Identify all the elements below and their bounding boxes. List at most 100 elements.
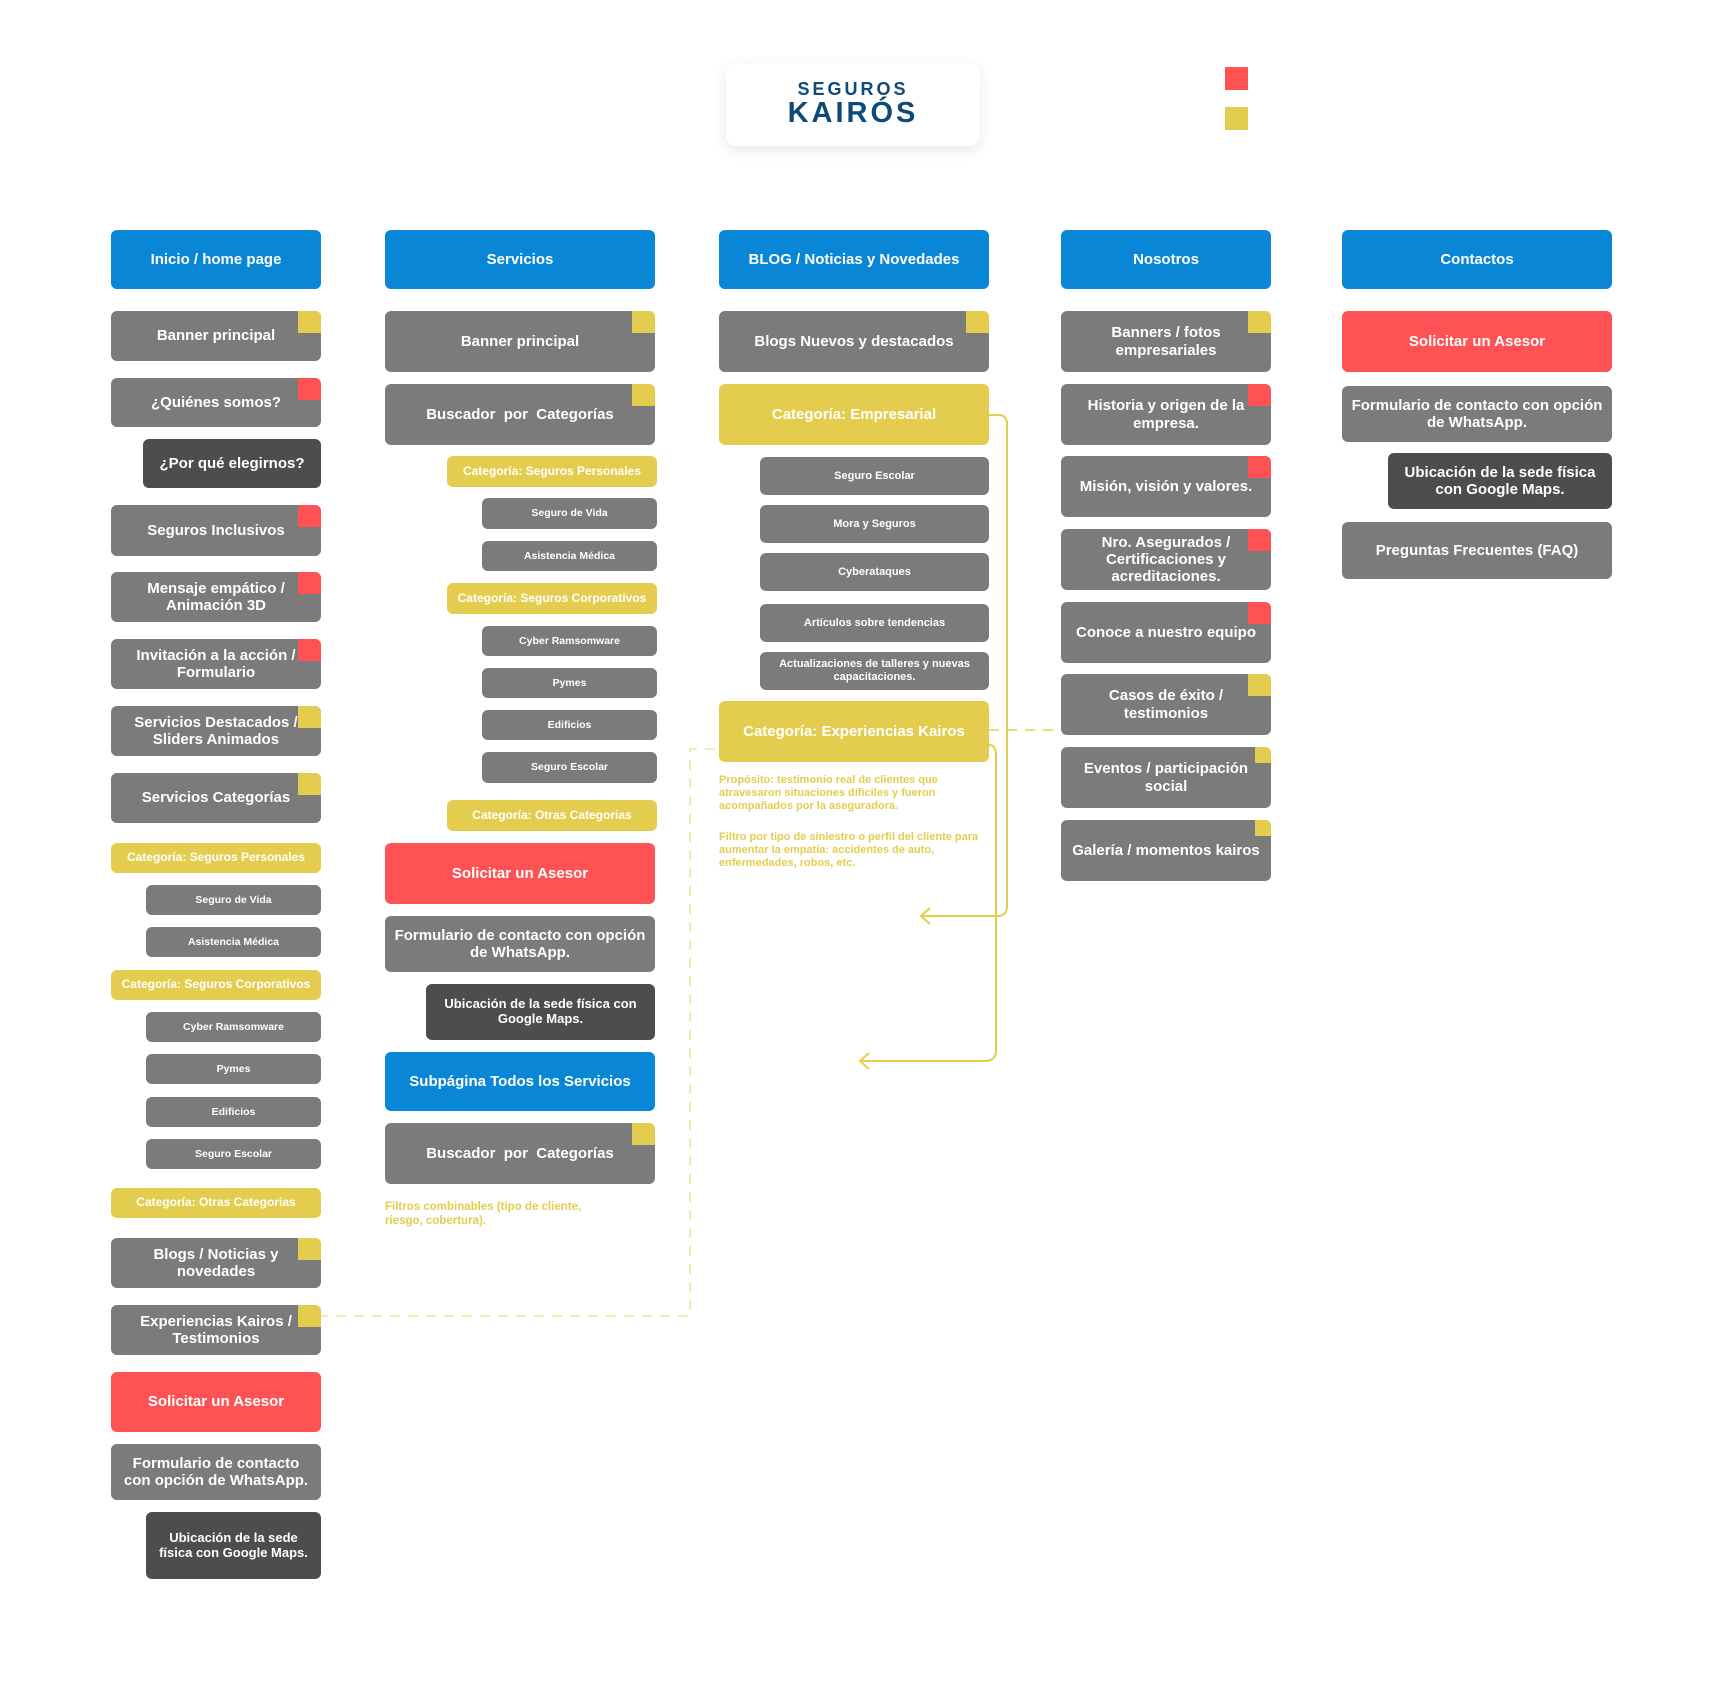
arrow-experiencias [861,744,997,1062]
priority-flag-yellow [632,384,655,406]
subitem-edificios[interactable]: Edificios [482,710,657,740]
node-casos-exito[interactable]: Casos de éxito / testimonios [1061,674,1271,735]
node-preguntas-frecuentes[interactable]: Preguntas Frecuentes (FAQ) [1342,522,1612,579]
priority-flag-red [298,378,321,400]
node-subpagina-todos-servicios[interactable]: Subpágina Todos los Servicios [385,1052,655,1111]
node-blogs-noticias[interactable]: Blogs / Noticias y novedades [111,1238,321,1288]
arrow-empresarial [922,414,1008,917]
subitem-seguro-escolar[interactable]: Seguro Escolar [760,457,989,495]
node-buscador-categorias[interactable]: Buscador por Categorías [385,384,655,445]
node-banner-principal[interactable]: Banner principal [385,311,655,372]
node-label: Experiencias Kairos / Testimonios [140,1312,292,1347]
node-label: Servicios Categorías [141,789,291,807]
note-proposito: Propósito: testimonio real de clientes q… [719,774,938,813]
category-experiencias-kairos[interactable]: Categoría: Experiencias Kairos [719,701,989,762]
priority-flag-yellow [966,311,989,333]
node-buscador-categorias-2[interactable]: Buscador por Categorías [385,1123,655,1184]
logo-line-kairos: KAIRÓS [787,97,919,130]
subitem-asistencia-medica[interactable]: Asistencia Médica [146,927,321,957]
node-nro-asegurados[interactable]: Nro. Asegurados / Certificaciones y acre… [1061,529,1271,590]
priority-flag-yellow [1255,820,1271,836]
header-contactos[interactable]: Contactos [1342,230,1612,289]
subitem-seguro-de-vida[interactable]: Seguro de Vida [482,498,657,529]
node-experiencias-kairos[interactable]: Experiencias Kairos / Testimonios [111,1305,321,1355]
priority-flag-yellow [298,773,321,795]
category-seguros-personales[interactable]: Categoría: Seguros Personales [447,456,657,487]
node-label: Blogs / Noticias y novedades [153,1245,279,1280]
legend-red-swatch [1225,67,1248,90]
node-invitacion-accion[interactable]: Invitación a la acción / Formulario [111,639,321,689]
header-servicios[interactable]: Servicios [385,230,655,289]
priority-flag-red [1248,529,1271,551]
subitem-asistencia-medica[interactable]: Asistencia Médica [482,541,657,571]
header-blog[interactable]: BLOG / Noticias y Novedades [719,230,989,289]
node-label: Galería / momentos kairos [1072,841,1260,859]
priority-flag-red [298,505,321,527]
priority-flag-yellow [298,1305,321,1327]
priority-flag-yellow [1255,747,1271,763]
category-seguros-corporativos[interactable]: Categoría: Seguros Corporativos [111,970,321,1000]
arrow-experiencias-head [858,1052,870,1070]
category-otras-categorias[interactable]: Categoría: Otras Categorias [111,1188,321,1218]
node-eventos[interactable]: Eventos / participación social [1061,747,1271,808]
node-seguros-inclusivos[interactable]: Seguros Inclusivos [111,505,321,556]
category-seguros-personales[interactable]: Categoría: Seguros Personales [111,843,321,873]
category-empresarial[interactable]: Categoría: Empresarial [719,384,989,445]
node-formulario-contacto[interactable]: Formulario de contacto con opción de Wha… [385,916,655,972]
node-quienes-somos[interactable]: ¿Quiénes somos? [111,378,321,427]
priority-flag-yellow [298,311,321,333]
node-label: Banner principal [460,332,580,350]
subitem-mora-y-seguros[interactable]: Mora y Seguros [760,505,989,543]
node-label: Casos de éxito / testimonios [1108,687,1224,722]
header-inicio[interactable]: Inicio / home page [111,230,321,289]
subitem-edificios[interactable]: Edificios [146,1097,321,1127]
node-label: Conoce a nuestro equipo [1075,623,1256,641]
node-historia-origen[interactable]: Historia y origen de la empresa. [1061,384,1271,445]
subitem-cyberataques[interactable]: Cyberataques [760,553,989,591]
node-label: Servicios Destacados / Sliders Animados [134,713,298,748]
node-galeria[interactable]: Galería / momentos kairos [1061,820,1271,881]
subitem-seguro-escolar[interactable]: Seguro Escolar [482,752,657,783]
node-mision-vision[interactable]: Misión, visión y valores. [1061,456,1271,517]
node-label: Eventos / participación social [1083,760,1249,795]
priority-flag-yellow [298,1238,321,1260]
dashed-connector-testimonios [318,748,719,1317]
node-banners-fotos[interactable]: Banners / fotos empresariales [1061,311,1271,372]
category-otras-categorias[interactable]: Categoría: Otras Categorias [447,800,657,831]
node-solicitar-asesor[interactable]: Solicitar un Asesor [385,843,655,904]
node-ubicacion-sede[interactable]: Ubicación de la sede física con Google M… [146,1512,321,1579]
subitem-pymes[interactable]: Pymes [146,1054,321,1084]
priority-flag-yellow [632,1123,655,1145]
node-label: Seguros Inclusivos [147,521,285,539]
node-solicitar-asesor[interactable]: Solicitar un Asesor [111,1372,321,1432]
node-label: Banner principal [156,327,276,345]
node-formulario-contacto[interactable]: Formulario de contacto con opción de Wha… [1342,386,1612,442]
node-solicitar-asesor[interactable]: Solicitar un Asesor [1342,311,1612,372]
node-ubicacion-sede[interactable]: Ubicación de la sede física con Google M… [1388,453,1612,509]
node-label: Nro. Asegurados / Certificaciones y acre… [1101,533,1231,586]
subitem-pymes[interactable]: Pymes [482,668,657,698]
node-blogs-nuevos[interactable]: Blogs Nuevos y destacados [719,311,989,372]
node-mensaje-empatico[interactable]: Mensaje empático / Animación 3D [111,572,321,622]
node-conoce-equipo[interactable]: Conoce a nuestro equipo [1061,602,1271,663]
category-seguros-corporativos[interactable]: Categoría: Seguros Corporativos [447,583,657,614]
subitem-cyber-ramsomware[interactable]: Cyber Ramsomware [482,626,657,656]
subitem-seguro-escolar[interactable]: Seguro Escolar [146,1139,321,1169]
node-por-que-elegirnos[interactable]: ¿Por qué elegirnos? [143,439,321,488]
subitem-articulos-tendencias[interactable]: Artículos sobre tendencias [760,604,989,642]
priority-flag-yellow [298,706,321,728]
node-banner-principal[interactable]: Banner principal [111,311,321,361]
priority-flag-yellow [1248,311,1271,333]
node-servicios-categorias[interactable]: Servicios Categorías [111,773,321,823]
subitem-seguro-de-vida[interactable]: Seguro de Vida [146,885,321,915]
node-label: Mensaje empático / Animación 3D [147,579,285,614]
subitem-actualizaciones-talleres[interactable]: Actualizaciones de talleres y nuevas cap… [760,652,989,690]
node-ubicacion-sede[interactable]: Ubicación de la sede física con Google M… [426,984,655,1040]
header-nosotros[interactable]: Nosotros [1061,230,1271,289]
priority-flag-red [1248,602,1271,624]
node-label: Historia y origen de la empresa. [1087,397,1245,432]
node-label: Buscador por Categorías [426,405,614,423]
node-formulario-contacto[interactable]: Formulario de contacto con opción de Wha… [111,1444,321,1500]
subitem-cyber-ramsomware[interactable]: Cyber Ramsomware [146,1012,321,1042]
node-servicios-destacados[interactable]: Servicios Destacados / Sliders Animados [111,706,321,756]
